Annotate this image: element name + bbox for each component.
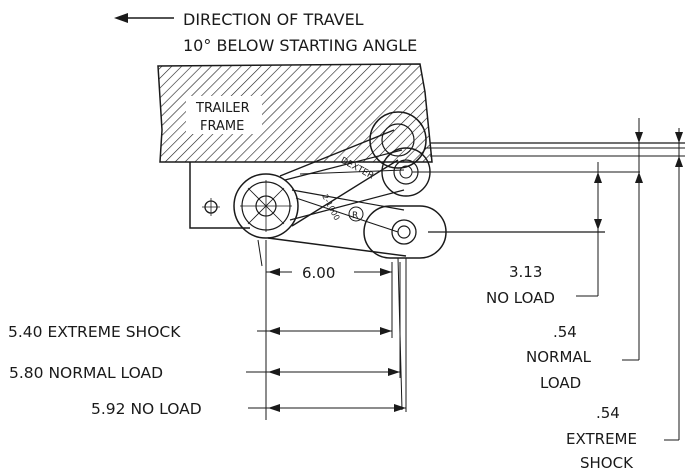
dim-shock-vertical — [664, 128, 683, 441]
dim-no-load-label: NO LOAD — [486, 289, 555, 307]
dim-center-distance: 6.00 — [302, 264, 335, 282]
dim-shock-value: .54 — [596, 404, 620, 422]
dim-no-load-line — [248, 404, 406, 412]
dim-normal-load-label: 5.80 NORMAL LOAD — [9, 364, 163, 382]
header-angle: 10° BELOW STARTING ANGLE — [183, 36, 417, 55]
dim-no-load-value: 3.13 — [509, 263, 542, 281]
frame-label-1: TRAILER — [195, 101, 250, 116]
direction-arrow — [114, 13, 174, 23]
extension-lines — [412, 142, 685, 233]
dim-shock-label-2: SHOCK — [580, 454, 634, 472]
dim-normal-vertical — [622, 118, 643, 361]
svg-text:R: R — [352, 211, 358, 221]
equalizer-pivot — [233, 173, 299, 239]
dim-normal-label-1: NORMAL — [526, 348, 592, 366]
dim-shock-label-1: EXTREME — [566, 430, 637, 448]
dim-extreme-shock-line — [257, 327, 392, 335]
dim-extreme-shock-label: 5.40 EXTREME SHOCK — [8, 323, 181, 341]
dim-normal-load-line — [246, 368, 400, 376]
dim-normal-label-2: LOAD — [540, 374, 581, 392]
shackle-lower — [363, 205, 447, 411]
equalizer-arms — [267, 129, 407, 257]
frame-label-2: FRAME — [200, 119, 244, 134]
hanger-bracket — [189, 161, 250, 229]
equalizer-marking-circle: R — [348, 206, 364, 222]
trailer-frame — [157, 63, 433, 163]
left-extension-lines — [257, 239, 407, 420]
dim-normal-value: .54 — [553, 323, 577, 341]
header-direction: DIRECTION OF TRAVEL — [183, 10, 364, 29]
dim-center-distance-line — [266, 268, 392, 276]
dim-no-load-horizontal-label: 5.92 NO LOAD — [91, 400, 202, 418]
dim-no-load-vertical — [576, 162, 602, 297]
